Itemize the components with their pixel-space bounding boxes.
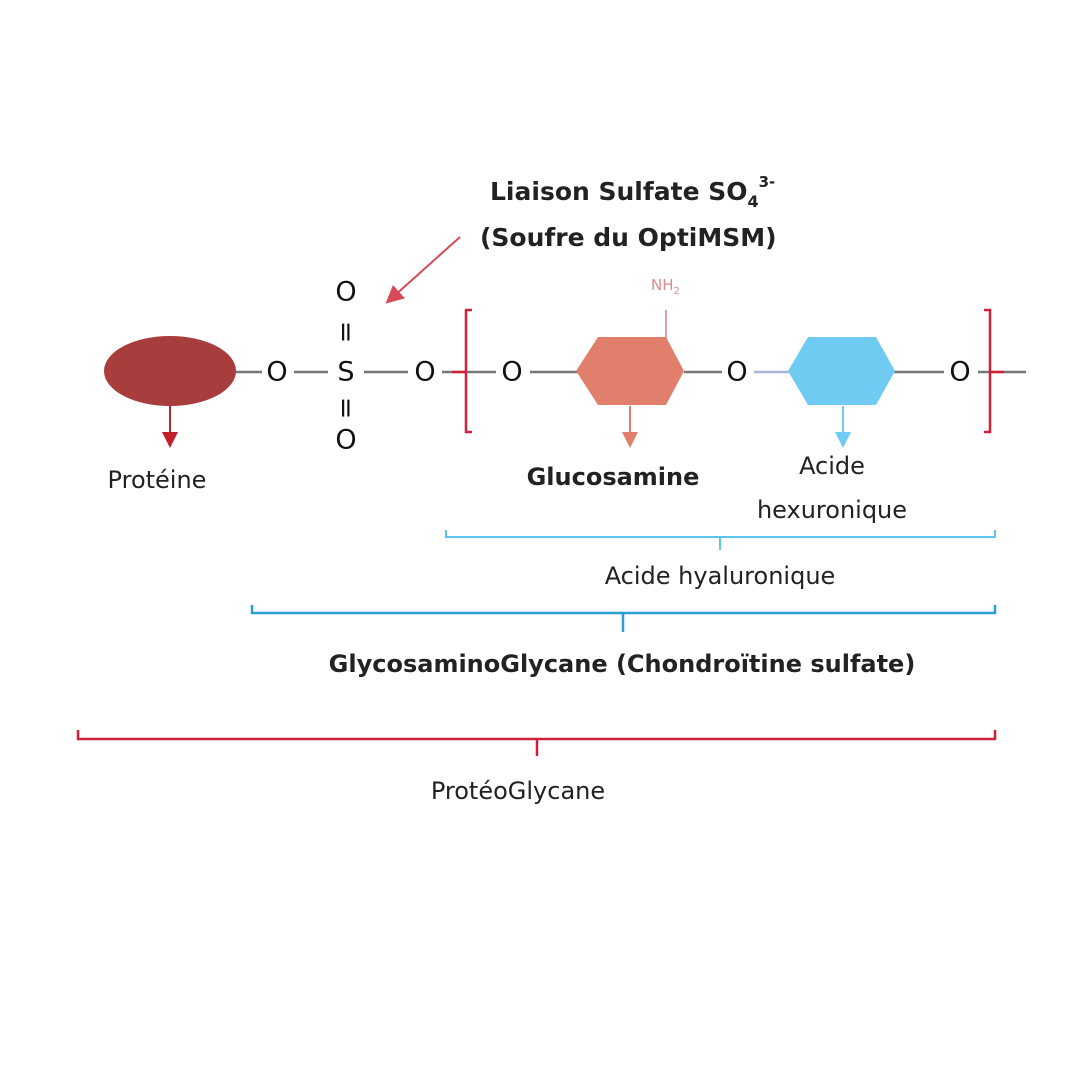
oxygen-atom: O <box>501 357 522 388</box>
proteoglycan-label: ProtéoGlycane <box>431 777 605 805</box>
oxygen-atom: O <box>726 357 747 388</box>
sulfate-bond-title: Liaison Sulfate SO43- <box>490 173 775 211</box>
protein-ellipse <box>104 336 236 406</box>
repeat-bracket-right <box>984 308 992 434</box>
oxygen-atom: O <box>266 357 287 388</box>
hyaluronic-bracket <box>445 530 996 550</box>
gag-label: GlycosaminoGlycane (Chondroïtine sulfate… <box>329 650 916 678</box>
oxygen-atom: O <box>949 357 970 388</box>
sulfate-source-subtitle: (Soufre du OptiMSM) <box>480 223 777 252</box>
repeat-bracket-left <box>464 308 472 434</box>
double-bond-bottom: = <box>331 397 362 420</box>
oxygen-atom-bottom: O <box>335 425 356 456</box>
hexuronic-label-line1: Acide <box>799 452 865 480</box>
hyaluronic-label: Acide hyaluronique <box>605 562 836 590</box>
sulfate-pointer-arrow <box>385 236 461 304</box>
double-bond-top: = <box>331 321 362 344</box>
hexuronic-acid-hexagon <box>788 337 895 405</box>
protein-label: Protéine <box>108 466 207 494</box>
gag-bracket <box>250 605 997 632</box>
glucosamine-hexagon <box>576 337 684 405</box>
glucosamine-label: Glucosamine <box>527 463 700 491</box>
sulfur-atom: S <box>337 357 354 388</box>
oxygen-atom-top: O <box>335 277 356 308</box>
hexuronic-label-line2: hexuronique <box>757 496 907 524</box>
oxygen-atom: O <box>414 357 435 388</box>
nh2-group: NH2 <box>651 276 680 297</box>
proteoglycan-bracket <box>76 730 997 756</box>
